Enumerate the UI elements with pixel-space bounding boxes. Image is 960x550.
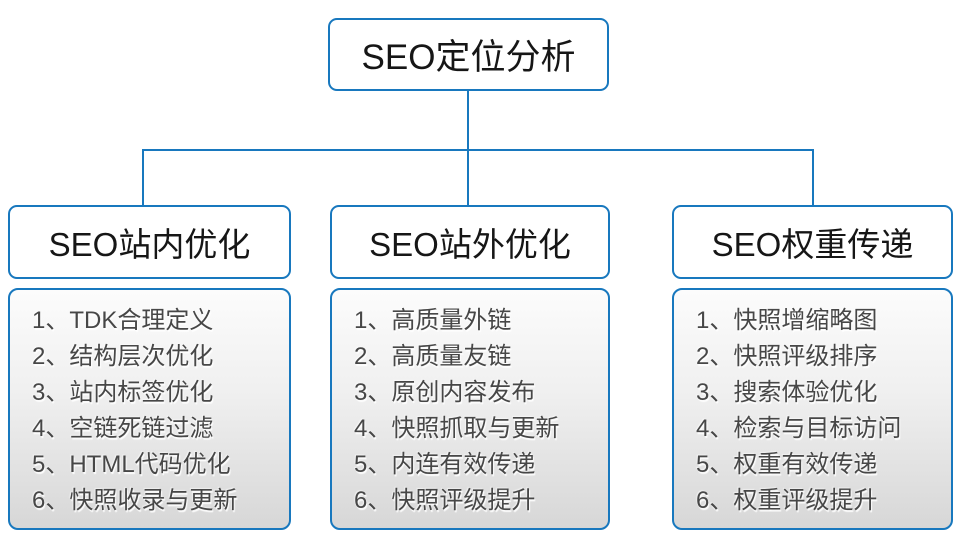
- header-offsite-optimization: SEO站外优化: [330, 205, 610, 279]
- list-item: 3、搜索体验优化: [696, 379, 878, 406]
- list-item: 1、快照增缩略图: [696, 307, 878, 334]
- header-weight-transfer: SEO权重传递: [672, 205, 953, 279]
- root-node-seo-positioning: SEO定位分析: [328, 18, 609, 91]
- list-item: 5、权重有效传递: [696, 451, 878, 478]
- connector-drop-right: [812, 150, 814, 206]
- connector-root-vertical-line: [467, 90, 469, 150]
- list-item: 5、HTML代码优化: [32, 451, 231, 478]
- list-item: 3、站内标签优化: [32, 379, 214, 406]
- weight-item-list: 1、快照增缩略图 2、快照评级排序 3、搜索体验优化 4、检索与目标访问 5、权…: [696, 303, 945, 519]
- connector-horizontal-rail: [142, 149, 814, 151]
- list-item: 5、内连有效传递: [354, 451, 536, 478]
- list-item: 2、快照评级排序: [696, 343, 878, 370]
- panel-onsite-optimization: 1、TDK合理定义 2、结构层次优化 3、站内标签优化 4、空链死链过滤 5、H…: [8, 288, 291, 530]
- list-item: 6、快照评级提升: [354, 487, 536, 514]
- list-item: 1、高质量外链: [354, 307, 512, 334]
- list-item: 6、权重评级提升: [696, 487, 878, 514]
- list-item: 4、空链死链过滤: [32, 415, 214, 442]
- connector-drop-middle: [467, 150, 469, 206]
- list-item: 6、快照收录与更新: [32, 487, 238, 514]
- onsite-item-list: 1、TDK合理定义 2、结构层次优化 3、站内标签优化 4、空链死链过滤 5、H…: [32, 303, 283, 519]
- header-weight-label: SEO权重传递: [711, 226, 914, 263]
- list-item: 4、快照抓取与更新: [354, 415, 560, 442]
- list-item: 2、结构层次优化: [32, 343, 214, 370]
- panel-offsite-optimization: 1、高质量外链 2、高质量友链 3、原创内容发布 4、快照抓取与更新 5、内连有…: [330, 288, 610, 530]
- offsite-item-list: 1、高质量外链 2、高质量友链 3、原创内容发布 4、快照抓取与更新 5、内连有…: [354, 303, 602, 519]
- connector-drop-left: [142, 150, 144, 206]
- root-node-label: SEO定位分析: [361, 38, 576, 77]
- list-item: 3、原创内容发布: [354, 379, 536, 406]
- list-item: 4、检索与目标访问: [696, 415, 902, 442]
- header-onsite-label: SEO站内优化: [48, 226, 251, 263]
- panel-weight-transfer: 1、快照增缩略图 2、快照评级排序 3、搜索体验优化 4、检索与目标访问 5、权…: [672, 288, 953, 530]
- list-item: 1、TDK合理定义: [32, 307, 214, 334]
- header-offsite-label: SEO站外优化: [369, 226, 571, 263]
- list-item: 2、高质量友链: [354, 343, 512, 370]
- header-onsite-optimization: SEO站内优化: [8, 205, 291, 279]
